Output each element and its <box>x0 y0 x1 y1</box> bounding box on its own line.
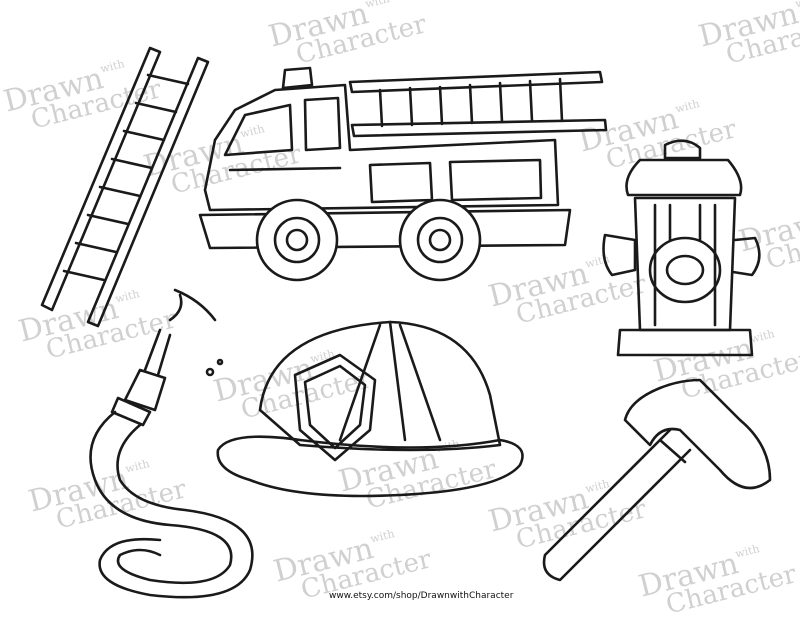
fire-axe-icon <box>542 378 772 582</box>
fire-hose-icon <box>89 288 254 599</box>
shop-url: www.etsy.com/shop/DrawnwithCharacter <box>329 591 514 601</box>
fire-truck-icon <box>198 66 608 282</box>
fire-hydrant-icon <box>602 139 761 357</box>
ladder-icon <box>40 46 210 328</box>
fire-helmet-icon <box>216 320 524 498</box>
